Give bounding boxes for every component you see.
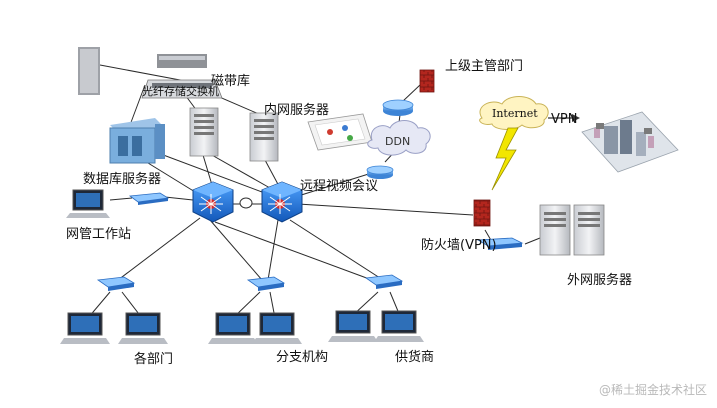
vpn-label: VPN <box>551 112 578 127</box>
core-switch-right <box>261 181 303 223</box>
link-switch-core <box>164 196 194 201</box>
supplier-pc-1 <box>328 310 378 342</box>
database-server-device <box>109 118 165 164</box>
link-core-supplier2 <box>214 221 373 281</box>
internet-label: Internet <box>492 107 538 120</box>
database-servers-label: 数据库服务器 <box>83 172 162 187</box>
storage-switch-label: 光纤存储交换机 <box>142 85 219 98</box>
external-servers-label: 外网服务器 <box>567 273 633 288</box>
core-link-ring <box>239 197 253 209</box>
ddn-label: DDN <box>385 135 411 148</box>
link-core-branch2 <box>267 219 279 281</box>
workgroup-switch-nms <box>128 192 170 205</box>
link-core-firewall <box>297 203 474 216</box>
dept-pc-1 <box>60 312 110 344</box>
superior-dept-label: 上级主管部门 <box>445 59 524 74</box>
firewall-label: 防火墙(VPN) <box>421 238 497 253</box>
branch-pc-2 <box>252 312 302 344</box>
remote-vpn-site <box>581 111 679 173</box>
video-conference-label: 远程视频会议 <box>300 179 379 194</box>
connection-lines <box>87 64 541 319</box>
suppliers-label: 供货商 <box>395 350 435 365</box>
link-core-video <box>297 171 376 197</box>
link-core-dept <box>117 217 201 281</box>
tape-library-label: 磁带库 <box>211 74 251 89</box>
video-router-device <box>366 165 394 179</box>
link-core-supplier <box>289 219 381 279</box>
supplier-pc-2 <box>374 310 424 342</box>
external-server-2 <box>573 204 605 256</box>
link-nms-switch <box>109 197 133 201</box>
link-storage-db <box>129 84 146 126</box>
ddn-router-device <box>382 99 414 116</box>
link-server2-core <box>202 154 213 186</box>
vpn-arrow-icon <box>548 114 580 122</box>
departments-label: 各部门 <box>134 352 174 367</box>
access-switch-dept <box>96 276 136 291</box>
intranet-server-device <box>249 112 279 162</box>
internet-cloud <box>479 96 549 130</box>
external-switch-device <box>476 237 524 250</box>
link-core-branch <box>209 219 263 281</box>
link-db-core2 <box>149 149 271 196</box>
ddn-cloud <box>367 120 431 156</box>
branch-pc-1 <box>208 312 258 344</box>
intranet-servers-label: 内网服务器 <box>264 103 330 118</box>
video-conference-screen <box>307 113 373 151</box>
nms-workstation-label: 网管工作站 <box>66 227 132 242</box>
server-tower-device <box>189 107 219 157</box>
tape-library-device <box>78 47 100 95</box>
watermark: @稀土掘金技术社区 <box>598 383 707 397</box>
fiber-storage-switch-device <box>141 54 223 99</box>
core-switch-left <box>192 181 234 223</box>
dept-pc-2 <box>118 312 168 344</box>
lightning-link-icon <box>491 127 519 191</box>
nms-workstation-pc <box>66 189 110 218</box>
superior-dept-firewall <box>419 69 435 93</box>
link-router-firewall <box>401 84 421 103</box>
link-tape-storage <box>99 64 181 81</box>
link-extswitch-servers <box>524 237 541 245</box>
firewall-vpn-device <box>473 199 491 227</box>
external-server-1 <box>539 204 571 256</box>
access-switch-supplier <box>364 274 404 289</box>
access-switch-branch <box>246 276 286 291</box>
branches-label: 分支机构 <box>276 350 329 365</box>
